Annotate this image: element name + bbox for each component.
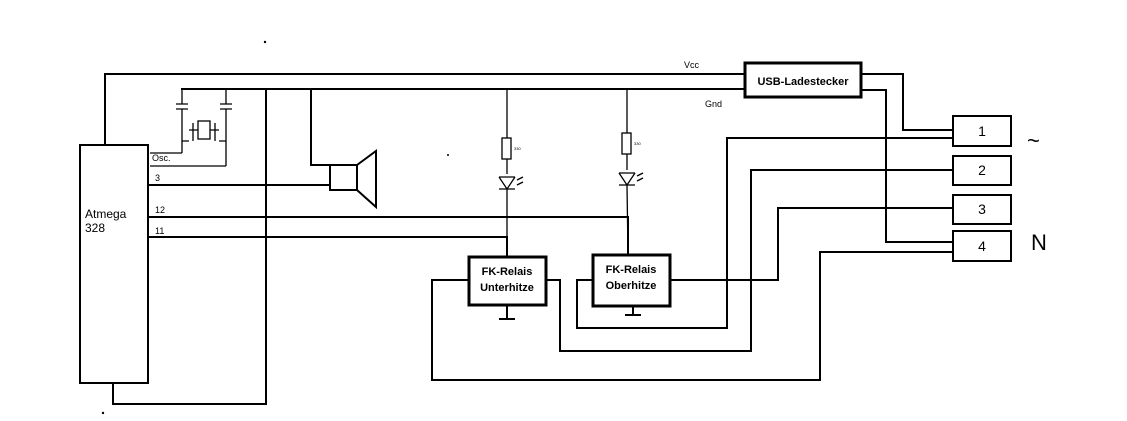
- relay2-switch-wire-b: [669, 207, 954, 281]
- relay-unterhitze: [467, 255, 548, 307]
- relay1-switch-wire-b: [545, 169, 954, 352]
- relay-oberhitze: [591, 253, 672, 308]
- resistor-1-value: 330: [514, 146, 521, 151]
- atmega-chip: [79, 144, 149, 384]
- usb-charger-label: USB-Ladestecker: [757, 76, 849, 88]
- vcc-out-wire: [860, 73, 954, 131]
- relay-oberhitze-line1: FK-Relais: [606, 264, 657, 276]
- resistor-1: [501, 137, 512, 160]
- led2-branch: [626, 89, 629, 256]
- relay-unterhitze-line2: Unterhitze: [480, 282, 534, 294]
- relay1-switch-wire-a: [431, 251, 954, 381]
- pin11-wire: [147, 236, 508, 258]
- crystal: [197, 120, 211, 140]
- usb-charger: [743, 61, 863, 99]
- terminal-4: [952, 230, 1012, 262]
- stray-dot: [263, 40, 267, 44]
- resistor-2-value: 330: [634, 141, 641, 146]
- stray-dot: [101, 411, 105, 415]
- stray-dot: [447, 154, 449, 156]
- terminal-3-label: 3: [978, 201, 986, 217]
- terminal-4-label: 4: [978, 238, 986, 254]
- speaker-body: [329, 164, 358, 191]
- mcu-pin-12: 12: [155, 205, 165, 215]
- resistor-2: [621, 132, 632, 155]
- terminal-1: [952, 115, 1012, 147]
- neutral-label: N: [1031, 230, 1047, 255]
- led-2: [618, 172, 644, 187]
- speaker-cone: [355, 149, 377, 210]
- relay2-switch-wire-a: [576, 137, 954, 329]
- vcc-label: Vcc: [684, 60, 700, 70]
- terminal-2-label: 2: [978, 162, 986, 178]
- relay1-ground: [499, 304, 515, 320]
- gnd-out-wire: [860, 89, 954, 243]
- mcu-pin-11: 11: [155, 226, 164, 236]
- gnd-label: Gnd: [705, 99, 722, 109]
- speaker-gnd-wire: [310, 88, 331, 166]
- vcc-rail: [104, 73, 746, 146]
- mcu-pin-3: 3: [155, 173, 160, 183]
- terminal-2: [952, 155, 1012, 186]
- phase-symbol: ~: [1027, 128, 1040, 153]
- mcu-name-line1: Atmega: [85, 207, 127, 221]
- mcu-pin-osc: Osc.: [152, 153, 171, 163]
- led-1: [498, 176, 524, 191]
- mcu-name-line2: 328: [85, 221, 105, 235]
- terminal-3: [952, 194, 1012, 225]
- crystal-wiring: [176, 89, 232, 166]
- terminal-1-label: 1: [978, 123, 986, 139]
- mcu-gnd-return: [112, 88, 267, 405]
- osc-wires: [150, 152, 226, 167]
- relay-unterhitze-line1: FK-Relais: [482, 266, 533, 278]
- relay-oberhitze-line2: Oberhitze: [606, 280, 657, 292]
